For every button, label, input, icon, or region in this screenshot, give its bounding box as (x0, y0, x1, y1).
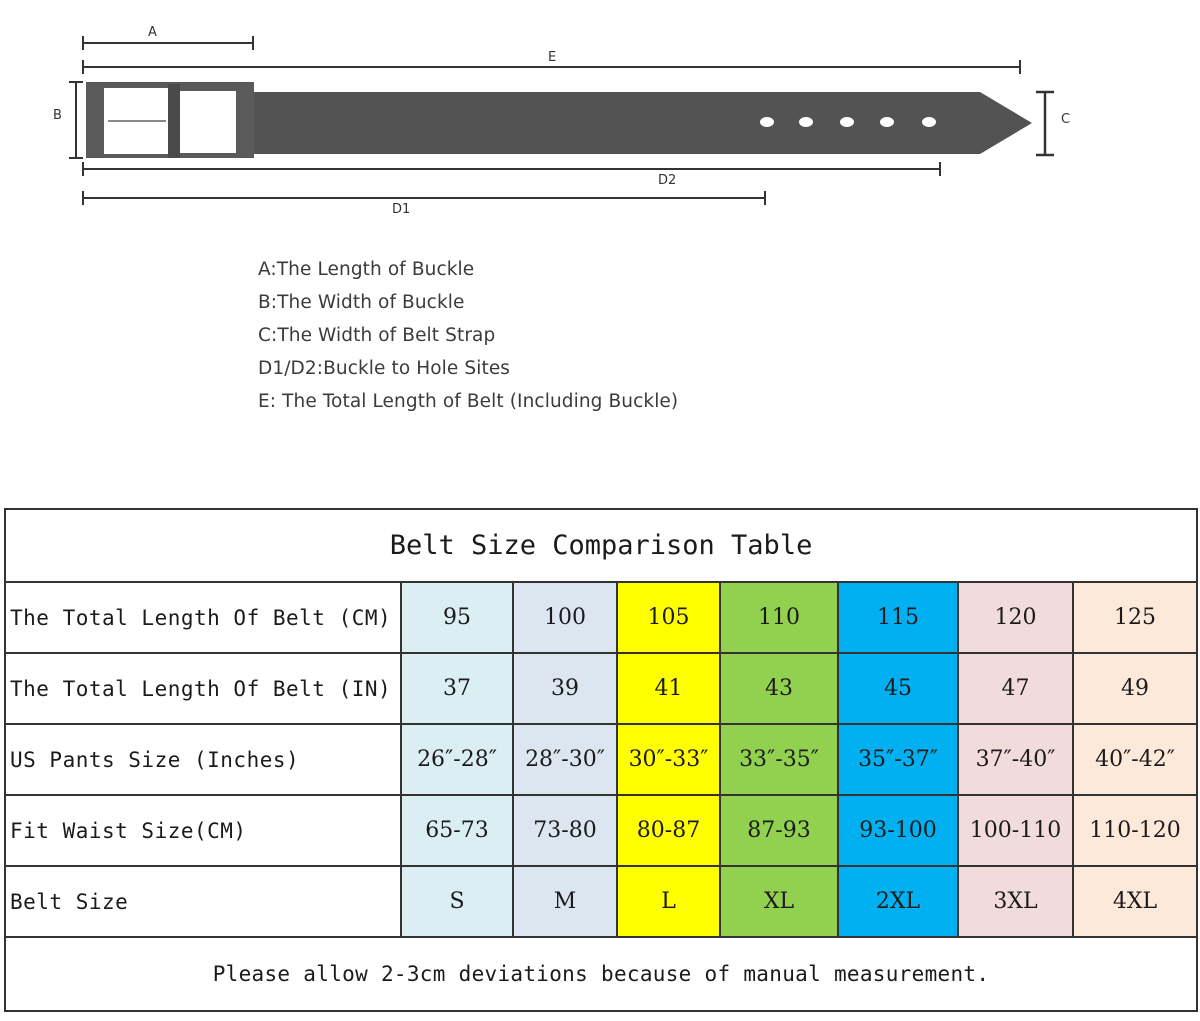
label-d1: D1 (392, 202, 410, 217)
table-cell: 73-80 (512, 794, 618, 867)
table-cell: 80-87 (616, 794, 721, 867)
table-cell: 110 (719, 581, 839, 654)
table-cell: 95 (400, 581, 514, 654)
label-a: A (148, 25, 157, 40)
row-label: US Pants Size (Inches) (4, 723, 402, 796)
table-cell: 26″-28″ (400, 723, 514, 796)
legend-item-c: C:The Width of Belt Strap (258, 325, 496, 346)
label-c: C (1061, 112, 1070, 127)
label-d2: D2 (658, 173, 676, 188)
belt-hole (880, 117, 894, 127)
belt-strap (240, 92, 1032, 154)
table-cell: 30″-33″ (616, 723, 721, 796)
table-cell: 39 (512, 652, 618, 725)
legend-item-b: B:The Width of Buckle (258, 292, 465, 313)
table-title: Belt Size Comparison Table (3, 508, 1199, 583)
legend-item-a: A:The Length of Buckle (258, 259, 475, 280)
table-cell: 110-120 (1071, 794, 1199, 867)
row-label: The Total Length Of Belt (IN) (4, 652, 402, 725)
belt-hole (799, 117, 813, 127)
dimension-d2-line (82, 162, 941, 176)
row-label: Belt Size (4, 865, 402, 938)
table-cell: 35″-37″ (837, 723, 959, 796)
table-cell: M (512, 865, 618, 938)
belt-hole (760, 117, 774, 127)
table-cell: 37 (400, 652, 514, 725)
belt-hole (840, 117, 854, 127)
table-cell: 28″-30″ (512, 723, 618, 796)
belt-buckle (86, 82, 254, 158)
row-label: The Total Length Of Belt (CM) (4, 581, 402, 654)
table-cell: 47 (957, 652, 1074, 725)
table-cell: 37″-40″ (957, 723, 1074, 796)
table-row: US Pants Size (Inches) 26″-28″ 28″-30″ 3… (4, 723, 1199, 796)
dimension-a-line (82, 36, 254, 50)
row-label: Fit Waist Size(CM) (4, 794, 402, 867)
table-row: The Total Length Of Belt (IN) 37 39 41 4… (4, 652, 1199, 725)
dimension-d1-line (82, 191, 766, 205)
table-cell: 40″-42″ (1071, 723, 1199, 796)
table-cell: 93-100 (837, 794, 959, 867)
dimension-b-line (69, 81, 83, 159)
table-cell: L (616, 865, 721, 938)
table-cell: 33″-35″ (719, 723, 839, 796)
table-cell: XL (719, 865, 839, 938)
table-cell: 43 (719, 652, 839, 725)
table-cell: 120 (957, 581, 1074, 654)
table-cell: 115 (837, 581, 959, 654)
table-cell: 105 (616, 581, 721, 654)
label-b: B (53, 108, 62, 123)
dimension-legend: A:The Length of Buckle B:The Width of Bu… (258, 257, 678, 422)
dimension-e-line (82, 60, 1021, 74)
table-cell: 49 (1071, 652, 1199, 725)
measurement-note: Please allow 2-3cm deviations because of… (3, 936, 1199, 1012)
legend-item-d1-d2: D1/D2:Buckle to Hole Sites (258, 358, 511, 379)
belt-size-table: Belt Size Comparison Table The Total Len… (3, 508, 1199, 1012)
table-cell: 45 (837, 652, 959, 725)
table-row: The Total Length Of Belt (CM) 95 100 105… (4, 581, 1199, 654)
belt-hole (922, 117, 936, 127)
table-cell: 41 (616, 652, 721, 725)
table-row: Belt Size S M L XL 2XL 3XL 4XL (4, 865, 1199, 938)
table-cell: S (400, 865, 514, 938)
table-cell: 2XL (837, 865, 959, 938)
table-row: Fit Waist Size(CM) 65-73 73-80 80-87 87-… (4, 794, 1199, 867)
dimension-c-line (1036, 90, 1054, 157)
legend-item-e: E: The Total Length of Belt (Including B… (258, 391, 679, 412)
belt-holes (760, 117, 936, 127)
table-cell: 100-110 (957, 794, 1074, 867)
table-cell: 3XL (957, 865, 1074, 938)
table-cell: 4XL (1071, 865, 1199, 938)
belt-measurement-diagram: A E B C D2 D1 (53, 25, 1070, 217)
label-e: E (548, 50, 556, 65)
table-cell: 125 (1071, 581, 1199, 654)
table-cell: 65-73 (400, 794, 514, 867)
table-cell: 100 (512, 581, 618, 654)
table-cell: 87-93 (719, 794, 839, 867)
